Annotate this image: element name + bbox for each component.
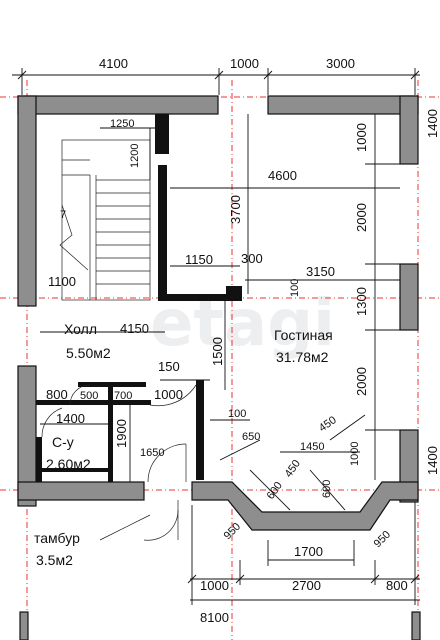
dim-top-3000: 3000	[326, 56, 355, 71]
stair-number: 7	[60, 209, 66, 221]
inner-walls	[36, 114, 242, 482]
dim-1700: 1700	[294, 544, 323, 559]
dim-2000-top: 2000	[354, 203, 369, 232]
dim-2000-bottom: 2000	[354, 367, 369, 396]
dim-1000-bay: 1000	[349, 442, 361, 466]
dim-1650: 1650	[140, 447, 164, 459]
staircase	[59, 139, 151, 301]
dim-1500: 1500	[210, 337, 225, 366]
dim-300: 300	[241, 251, 263, 266]
dim-bottom-total: 8100	[200, 610, 229, 625]
dim-950-right: 950	[372, 529, 393, 550]
dim-1900: 1900	[114, 419, 129, 448]
dim-450-top: 450	[317, 414, 339, 434]
dim-4600: 4600	[268, 168, 297, 183]
dim-bottom-2700: 2700	[292, 578, 321, 593]
dim-1000-right: 1000	[354, 123, 369, 152]
dim-450-bay: 450	[283, 458, 303, 480]
dim-bottom-1000: 1000	[200, 578, 229, 593]
dim-top-4100: 4100	[99, 56, 128, 71]
dim-1150: 1150	[185, 252, 213, 267]
dim-100-bottom: 100	[228, 408, 246, 420]
room-area-hall: 5.50м2	[66, 345, 111, 361]
dim-600-right: 600	[321, 480, 333, 498]
dim-1000-hall: 1000	[154, 387, 183, 402]
dim-bottom-800: 800	[386, 578, 408, 593]
dim-top-1000: 1000	[230, 56, 259, 71]
dim-1100: 1100	[48, 274, 76, 289]
dim-4150: 4150	[120, 321, 149, 336]
room-name-living: Гостиная	[274, 327, 333, 343]
room-name-vestibule: тамбур	[34, 530, 80, 546]
dim-right-1400-bottom: 1400	[425, 446, 440, 475]
dim-600-left: 600	[265, 480, 285, 502]
dim-700: 700	[114, 390, 132, 402]
dim-1450: 1450	[300, 441, 324, 453]
dim-1200: 1200	[129, 144, 141, 168]
dim-1300: 1300	[354, 287, 369, 316]
door-swings	[41, 384, 197, 541]
dim-950-left: 950	[222, 521, 243, 542]
room-name-hall: Холл	[64, 321, 97, 337]
bottom-dimension-lines	[187, 500, 420, 605]
dim-100-top: 100	[289, 279, 301, 297]
dim-3150: 3150	[306, 264, 335, 279]
dim-1250: 1250	[110, 118, 134, 130]
dim-1400-bath: 1400	[56, 411, 85, 426]
room-area-bath: 2.60м2	[46, 456, 91, 472]
top-dimension-line	[12, 68, 420, 95]
outer-walls	[17, 95, 421, 640]
dim-500: 500	[80, 390, 98, 402]
dim-3700: 3700	[228, 195, 243, 224]
dim-800: 800	[46, 387, 68, 402]
vestibule-leader	[99, 514, 151, 541]
dim-right-1400-top: 1400	[425, 109, 440, 138]
room-name-bath: С-у	[52, 434, 74, 450]
dim-650: 650	[242, 431, 260, 443]
dim-150: 150	[158, 359, 180, 374]
living-dimension-lines	[40, 114, 400, 511]
room-area-vestibule: 3.5м2	[36, 552, 73, 568]
room-area-living: 31.78м2	[276, 349, 329, 365]
